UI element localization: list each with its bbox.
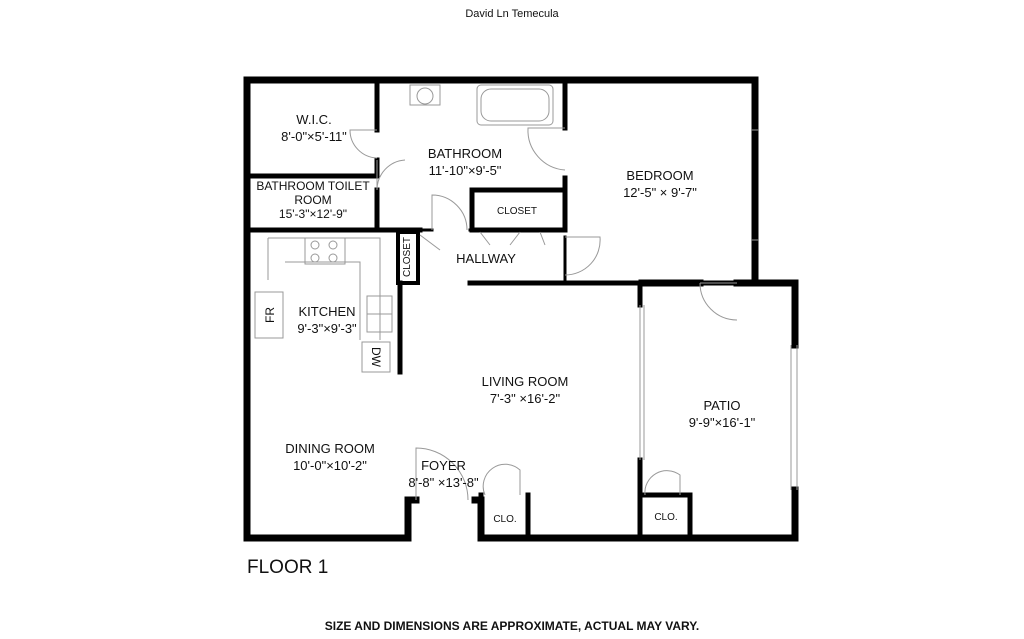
foyer-name: FOYER xyxy=(421,458,466,473)
floor-label: FLOOR 1 xyxy=(247,557,329,578)
stove xyxy=(304,237,346,265)
door-hall-closet xyxy=(419,234,441,251)
bedroom-label: BEDROOM 12'-5" × 9'-7" xyxy=(600,167,720,201)
dining-dims: 10'-0"×10'-2" xyxy=(293,458,367,473)
foyer-label: FOYER 8'-8" ×13'-8" xyxy=(396,457,491,491)
wic-label: W.I.C. 8'-0"×5'-11" xyxy=(274,111,354,145)
sink xyxy=(416,87,434,105)
closet-bath-label: CLOSET xyxy=(496,206,537,217)
foyer-dims: 8'-8" ×13'-8" xyxy=(408,475,479,490)
bedroom-dims: 12'-5" × 9'-7" xyxy=(623,185,697,200)
kitchen-label: KITCHEN 9'-3"×9'-3" xyxy=(287,303,367,337)
dining-room-label: DINING ROOM 10'-0"×10'-2" xyxy=(275,440,385,474)
clo-patio-label: CLO. xyxy=(654,512,678,523)
wic-dims: 8'-0"×5'-11" xyxy=(281,129,347,144)
hallway-label: HALLWAY xyxy=(456,251,516,266)
door-clo-foyer xyxy=(482,463,521,496)
door-bedroom xyxy=(527,127,566,171)
patio-dims: 9'-9"×16'-1" xyxy=(688,415,756,430)
closet-hall-label: CLOSET xyxy=(402,237,413,278)
clo-foyer-label: CLO. xyxy=(493,514,517,525)
clo-foyer-box xyxy=(478,492,531,541)
living-room-label: LIVING ROOM 7'-3" ×16'-2" xyxy=(470,373,580,407)
dining-name: DINING ROOM xyxy=(285,441,375,456)
door-closet-bath xyxy=(479,231,546,246)
door-toilet xyxy=(376,159,406,191)
toilet-room-label: BATHROOM TOILET ROOM 15'-3"×12'-9" xyxy=(252,179,374,221)
toilet-room-name2: ROOM xyxy=(294,193,332,207)
living-dims: 7'-3" ×16'-2" xyxy=(489,391,561,406)
hall-closet xyxy=(396,230,420,285)
fridge-label: FR xyxy=(263,307,277,323)
door-clo-patio xyxy=(644,470,681,496)
door-wic xyxy=(349,129,378,159)
bathroom-label: BATHROOM 11'-10"×9'-5" xyxy=(405,145,525,179)
living-name: LIVING ROOM xyxy=(481,374,569,389)
kitchen-counter xyxy=(267,237,381,340)
fridge-box xyxy=(254,291,284,339)
dishwasher-box xyxy=(361,341,391,373)
patio-name: PATIO xyxy=(703,398,741,413)
wic-name: W.I.C. xyxy=(296,112,332,127)
kitchen-name: KITCHEN xyxy=(298,304,356,319)
bathtub xyxy=(476,84,554,126)
door-bed-hall xyxy=(564,236,601,276)
door-patio xyxy=(699,282,738,321)
dishwasher-label: DW xyxy=(369,347,383,367)
plan-title: David Ln Temecula xyxy=(465,8,559,20)
bathroom-name: BATHROOM xyxy=(427,146,503,161)
closet-box xyxy=(469,187,568,233)
kitchen-dims: 9'-3"×9'-3" xyxy=(297,321,357,336)
disclaimer-text: SIZE AND DIMENSIONS ARE APPROXIMATE, ACT… xyxy=(324,619,700,633)
exterior-wall-bottom-left xyxy=(243,496,420,542)
bathroom-dims: 11'-10"×9'-5" xyxy=(428,163,502,178)
patio-label: PATIO 9'-9"×16'-1" xyxy=(672,397,772,431)
door-bath xyxy=(431,194,468,231)
toilet-room-name: BATHROOM TOILET xyxy=(256,179,370,193)
door-foyer xyxy=(415,447,469,501)
toilet-room-dims: 15'-3"×12'-9" xyxy=(278,207,348,221)
bedroom-name: BEDROOM xyxy=(626,168,694,183)
